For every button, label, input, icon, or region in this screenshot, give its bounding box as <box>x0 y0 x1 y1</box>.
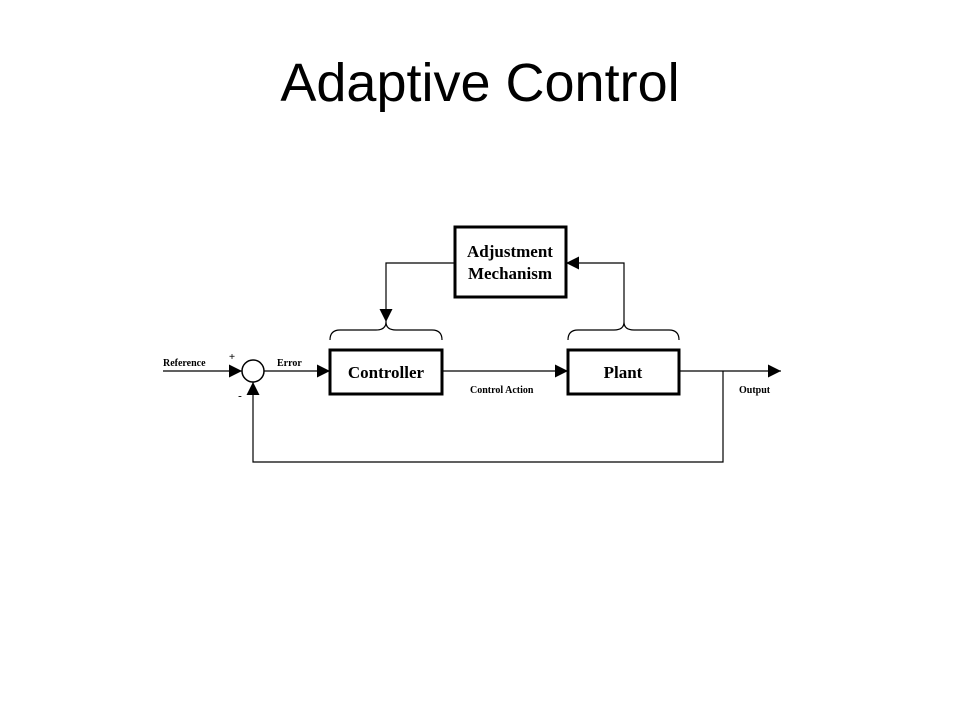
feedback-path <box>246 371 724 463</box>
adjustment-to-controller-arrow <box>379 262 455 322</box>
error-label: Error <box>277 358 302 369</box>
minus-sign: - <box>238 390 242 402</box>
adjustment-mechanism-label-line1: Adjustment <box>467 242 553 261</box>
control-action-label: Control Action <box>470 385 534 396</box>
controller-brace <box>329 321 443 341</box>
controller-label: Controller <box>348 363 425 382</box>
plant-label: Plant <box>604 363 643 382</box>
adjustment-mechanism-block <box>453 225 568 299</box>
plant-brace <box>567 321 680 341</box>
slide-title: Adaptive Control <box>280 53 680 113</box>
plant-block <box>566 348 681 396</box>
controller-block <box>328 348 444 396</box>
output-label: Output <box>739 385 771 396</box>
plus-sign: + <box>229 351 235 363</box>
summing-junction <box>241 359 265 383</box>
reference-label: Reference <box>163 358 206 369</box>
plant-to-adjustment-arrow <box>566 256 625 322</box>
adjustment-mechanism-label-line2: Mechanism <box>468 264 552 283</box>
